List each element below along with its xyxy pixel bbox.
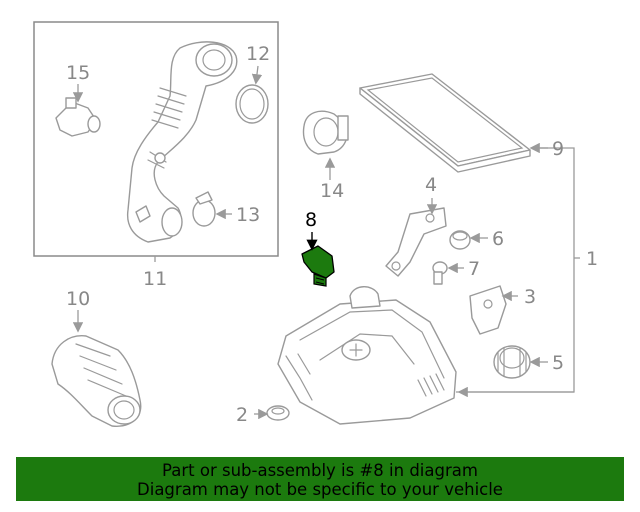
callout-12: 12	[246, 43, 270, 65]
bracket-4	[385, 207, 447, 277]
callout-11: 11	[143, 268, 167, 290]
callout-4: 4	[425, 174, 437, 196]
filter-element-5	[493, 345, 531, 379]
callout-8: 8	[305, 209, 317, 231]
parts-diagram: 1 2 3 4 5 6 7 8 9 10 11 12 13 14 15	[33, 21, 598, 427]
callout-7: 7	[468, 258, 480, 280]
banner-line-2: Diagram may not be specific to your vehi…	[137, 480, 503, 499]
part-info-banner: Part or sub-assembly is #8 in diagram Di…	[16, 457, 624, 501]
grommet-2	[266, 405, 290, 421]
grommet-6	[449, 230, 471, 250]
mount-3	[469, 285, 507, 335]
intake-hose-11	[126, 41, 238, 243]
clamp-ring-12	[235, 84, 269, 124]
airflow-sensor-14	[302, 110, 349, 155]
bolt-7	[432, 261, 448, 285]
callout-10: 10	[66, 288, 90, 310]
callout-5: 5	[552, 352, 564, 374]
callout-3: 3	[524, 286, 536, 308]
callout-15: 15	[66, 62, 90, 84]
sensor-15	[55, 97, 101, 137]
callout-1: 1	[586, 248, 598, 270]
callout-14: 14	[320, 180, 344, 202]
air-cleaner-housing-1	[277, 286, 457, 425]
inset-box-11	[33, 21, 279, 257]
callout-2: 2	[236, 404, 248, 426]
callout-6: 6	[492, 228, 504, 250]
callout-9: 9	[552, 138, 564, 160]
sensor-8-highlighted	[301, 245, 335, 287]
hose-clamp-13	[192, 191, 216, 227]
banner-line-1: Part or sub-assembly is #8 in diagram	[162, 461, 478, 480]
callout-13: 13	[236, 204, 260, 226]
air-filter-9	[359, 73, 531, 173]
intake-duct-10	[51, 335, 142, 427]
